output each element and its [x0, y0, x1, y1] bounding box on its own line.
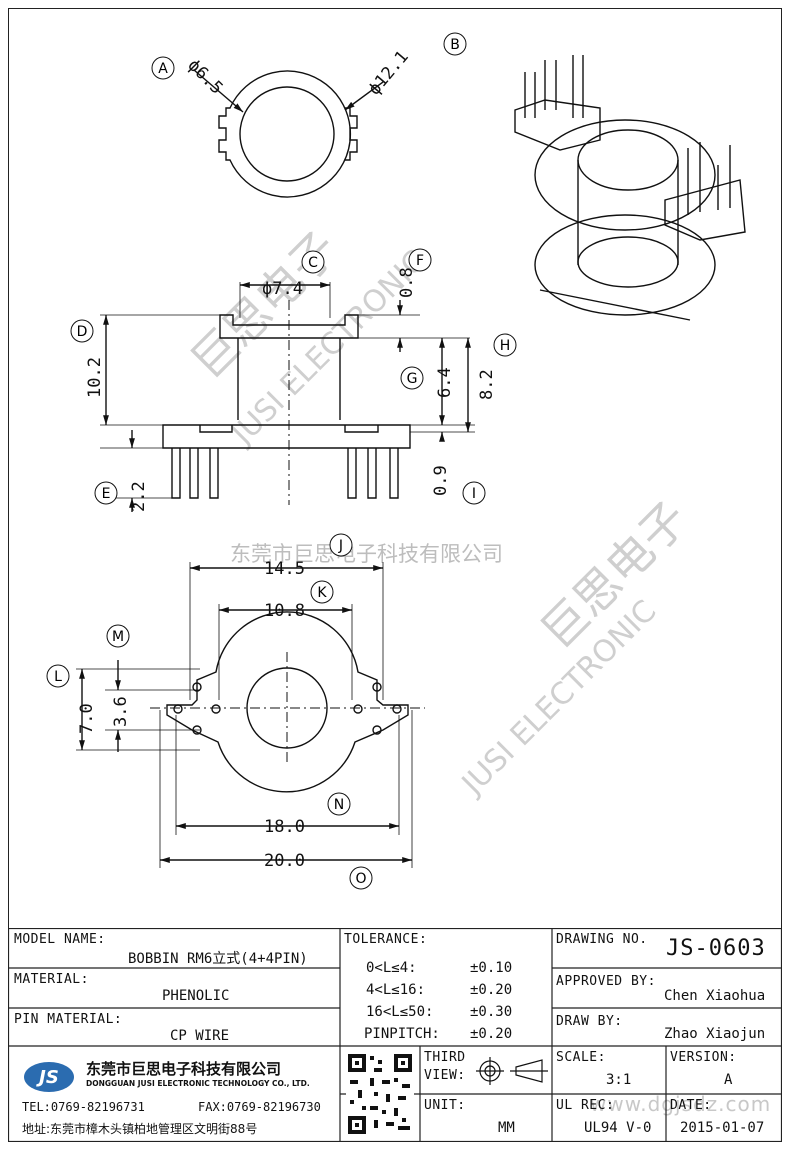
callout-h: H: [493, 333, 517, 357]
company-fax: FAX:0769-82196730: [198, 1100, 321, 1114]
model-name: BOBBIN RM6立式(4+4PIN): [128, 951, 308, 967]
company-name-cn: 东莞市巨思电子科技有限公司: [86, 1060, 282, 1078]
company-address: 地址:东莞市樟木头镇柏地管理区文明街88号: [22, 1122, 258, 1136]
svg-text:M: M: [112, 629, 124, 645]
model-name-label: MODEL NAME:: [14, 932, 106, 947]
drawing-no-label: DRAWING NO.: [556, 932, 648, 947]
date-value: 2015-01-07: [680, 1120, 765, 1136]
scale-label: SCALE:: [556, 1050, 606, 1065]
draw-by-label: DRAW BY:: [556, 1014, 623, 1029]
date-label: DATE:: [670, 1098, 712, 1113]
dim-f: 0.8: [397, 267, 417, 298]
version-value: A: [724, 1072, 733, 1088]
watermark-company: 东莞市巨思电子科技有限公司: [230, 542, 503, 566]
company-tel: TEL:0769-82196731: [22, 1100, 145, 1114]
qr-code: [346, 1052, 414, 1136]
ul-rec-value: UL94 V-0: [584, 1120, 652, 1136]
approved-by: Chen Xiaohua: [664, 988, 766, 1004]
tolerance-value-3: ±0.30: [470, 1004, 513, 1020]
callout-n: N: [327, 792, 351, 816]
callout-m: M: [106, 624, 130, 648]
third-view-label-2: VIEW:: [424, 1068, 466, 1083]
dim-i: 0.9: [431, 465, 451, 496]
callout-g: G: [400, 366, 424, 390]
drawing-no: JS-0603: [666, 936, 766, 961]
pin-material-label: PIN MATERIAL:: [14, 1012, 123, 1027]
svg-text:B: B: [450, 37, 460, 53]
iso-view: [514, 55, 746, 321]
dim-h: 8.2: [477, 369, 497, 400]
callouts: A B C D E F G H I J K L M N O: [46, 32, 517, 890]
dim-o: 20.0: [264, 851, 305, 871]
callout-k: K: [310, 580, 334, 604]
tolerance-value-1: ±0.10: [470, 960, 513, 976]
watermark-site: www.dgjsdz.com: [590, 1092, 772, 1116]
scale-value: 3:1: [606, 1072, 632, 1088]
svg-text:I: I: [472, 486, 476, 502]
svg-text:D: D: [77, 324, 88, 340]
callout-d: D: [70, 319, 94, 343]
tolerance-range-4: PINPITCH:: [364, 1026, 440, 1042]
dim-b: ϕ12.1: [365, 47, 413, 99]
unit-label: UNIT:: [424, 1098, 466, 1113]
tolerance-label: TOLERANCE:: [344, 932, 428, 947]
dim-g: 6.4: [435, 367, 455, 398]
callout-l: L: [46, 664, 70, 688]
callout-o: O: [349, 866, 373, 890]
dim-n: 18.0: [264, 817, 305, 837]
dim-m: 3.6: [111, 696, 131, 727]
callout-b: B: [443, 32, 467, 56]
dim-d: 10.2: [85, 357, 105, 398]
drawing-area: ϕ6.5 ϕ12.1 ϕ7.4 10.2 2.2 0.8 6.4 8.2 0.9…: [46, 32, 746, 890]
material-label: MATERIAL:: [14, 972, 89, 987]
third-angle-projection-icon: [476, 1057, 548, 1085]
callout-i: I: [462, 481, 486, 505]
svg-text:O: O: [355, 871, 366, 887]
svg-text:E: E: [102, 486, 111, 502]
callout-a: A: [151, 56, 175, 80]
approved-by-label: APPROVED BY:: [556, 974, 656, 989]
version-label: VERSION:: [670, 1050, 737, 1065]
svg-text:F: F: [416, 253, 424, 269]
callout-f: F: [408, 248, 432, 272]
pin-material-value: CP WIRE: [170, 1028, 230, 1044]
callout-j: J: [329, 533, 353, 557]
callout-e: E: [94, 481, 118, 505]
dim-k: 10.8: [264, 601, 305, 621]
third-view-label-1: THIRD: [424, 1050, 466, 1065]
tolerance-value-4: ±0.20: [470, 1026, 513, 1042]
tolerance-value-2: ±0.20: [470, 982, 513, 998]
company-name-en: DONGGUAN JUSI ELECTRONIC TECHNOLOGY CO.,…: [86, 1079, 310, 1088]
callout-c: C: [301, 250, 325, 274]
title-block: MODEL NAME: BOBBIN RM6立式(4+4PIN) MATERIA…: [8, 928, 782, 1142]
svg-text:A: A: [158, 61, 168, 77]
unit-value: MM: [498, 1120, 515, 1136]
material-value: PHENOLIC: [162, 988, 230, 1004]
svg-text:C: C: [308, 255, 318, 271]
company-logo: JS: [24, 1062, 74, 1092]
svg-text:J: J: [338, 538, 343, 554]
dim-e: 2.2: [129, 481, 149, 512]
dim-l: 7.0: [77, 703, 97, 734]
tolerance-range-3: 16<L≤50:: [366, 1004, 434, 1020]
top-view: [218, 70, 358, 198]
dim-j: 14.5: [264, 559, 305, 579]
dim-c: ϕ7.4: [262, 279, 303, 299]
svg-text:H: H: [500, 338, 511, 354]
front-view: [162, 314, 411, 499]
ul-rec-label: UL REC:: [556, 1098, 615, 1113]
svg-text:G: G: [407, 371, 418, 387]
tolerance-range-1: 0<L≤4:: [366, 960, 417, 976]
svg-text:L: L: [54, 669, 62, 685]
draw-by: Zhao Xiaojun: [664, 1026, 766, 1042]
svg-text:K: K: [317, 585, 327, 601]
tolerance-range-2: 4<L≤16:: [366, 982, 426, 998]
svg-text:N: N: [334, 797, 344, 813]
